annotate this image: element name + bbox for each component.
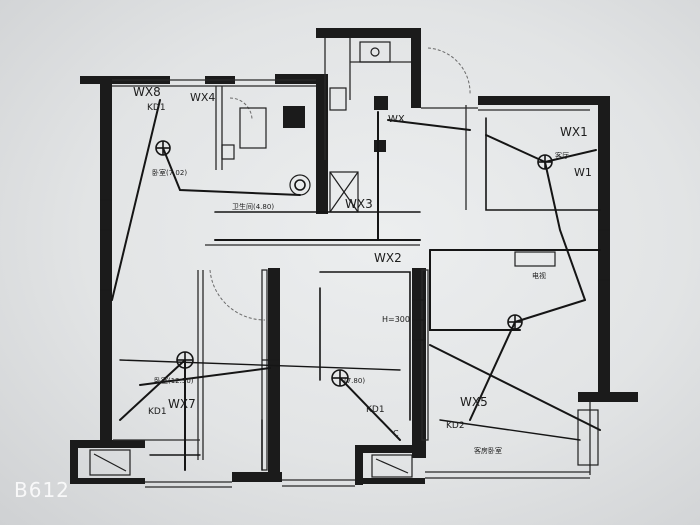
label-wx4: WX4 xyxy=(190,91,215,104)
fixtures xyxy=(89,41,599,478)
room-center: (7.80) xyxy=(344,377,365,385)
wall-kitchen-top xyxy=(316,28,421,38)
door-frame-center xyxy=(261,269,268,471)
kitchen-sink-drain xyxy=(370,47,380,57)
wire-to-cabinet xyxy=(429,344,601,431)
light-bedroom-main xyxy=(176,351,194,369)
door-arc-left xyxy=(209,269,266,321)
wire-center-to-kd1 xyxy=(339,377,401,441)
lights xyxy=(155,140,553,387)
distribution-box xyxy=(283,106,305,128)
junction-box-kitchen xyxy=(374,96,388,110)
washbasin xyxy=(289,174,311,196)
thin-lines xyxy=(112,38,591,488)
door-arc-bath xyxy=(229,97,253,121)
wire-bedroom-top xyxy=(162,147,301,196)
door-arc-kitchen xyxy=(427,47,471,96)
wall-balcony-mid-side xyxy=(355,445,363,485)
wire-kd2 xyxy=(439,419,581,441)
light-living xyxy=(537,154,553,170)
wire-center-down xyxy=(469,321,516,421)
toilet-tank xyxy=(239,107,267,149)
label-kd1-top: KD1 xyxy=(147,103,166,113)
label-wx5: WX5 xyxy=(460,395,488,409)
wire-bedroom-diag xyxy=(111,99,161,301)
label-w1: W1 xyxy=(574,166,592,179)
wire-kitchen-right xyxy=(387,119,471,131)
right-cabinet xyxy=(577,409,599,466)
label-kd1-center: KD1 xyxy=(366,405,385,415)
door-frame-right xyxy=(421,269,429,441)
wire-center-to-right xyxy=(514,299,586,323)
wire-living-down xyxy=(544,161,586,301)
wire-living-loop xyxy=(485,117,601,211)
room-corridor: 卫生间(4.80) xyxy=(232,202,274,211)
wall-balcony-mid-top xyxy=(355,445,425,453)
wire-center-right xyxy=(429,249,521,331)
kitchen-stove xyxy=(329,87,347,111)
solid-boxes xyxy=(283,96,388,212)
label-wx7: WX7 xyxy=(168,397,196,411)
wall-balcony-left-side xyxy=(70,440,78,482)
label-c: C xyxy=(393,429,399,438)
label-kd2: KD2 xyxy=(446,421,465,431)
light-bedroom-top xyxy=(155,140,171,156)
wall-center-right xyxy=(412,268,426,458)
light-center-room xyxy=(331,369,349,387)
wall-livingroom-top xyxy=(478,96,608,105)
balcony-unit-left-x xyxy=(93,453,127,472)
wall-kitchen-right xyxy=(411,28,421,108)
wall-right-lower xyxy=(578,392,638,402)
wall-bottom-mid xyxy=(232,472,282,482)
door-swings xyxy=(209,47,471,321)
wire-bedroom-horizontal xyxy=(119,359,401,371)
wall-right xyxy=(598,96,610,396)
wiring xyxy=(111,99,601,471)
label-wx8: WX8 xyxy=(133,85,161,99)
label-wx2: WX2 xyxy=(374,251,402,265)
balcony-unit-mid xyxy=(371,454,413,478)
shaft-box xyxy=(320,172,328,212)
wire-bedroom-cross xyxy=(139,367,271,386)
watermark: B612 xyxy=(14,478,70,502)
wire-bedroom-wx7 xyxy=(119,359,186,421)
wall-balcony-mid-bottom xyxy=(355,478,425,484)
outlet-ticks xyxy=(100,199,610,361)
bath-cabinet xyxy=(221,144,235,160)
label-wx1: WX1 xyxy=(560,125,588,139)
room-living: 客厅 xyxy=(555,151,569,160)
room-bedroom-main: 卧室(12.30) xyxy=(154,376,194,385)
wire-center-room xyxy=(319,271,411,421)
wall-balcony-left-bottom xyxy=(70,478,145,484)
wall-center-left xyxy=(268,268,280,478)
wall-top-mid-b xyxy=(275,74,325,84)
wall-left xyxy=(100,78,112,443)
circuit-labels: WX8 WX4 WX3 WX1 WX2 WX7 WX5 W1 WX KD1 KD… xyxy=(133,85,592,438)
wire-living-light xyxy=(485,134,597,164)
label-kd1-left: KD1 xyxy=(148,407,167,417)
label-wx-top: WX xyxy=(388,114,405,125)
balcony-unit-left xyxy=(89,449,131,476)
light-bath xyxy=(294,179,306,191)
kitchen-sink xyxy=(359,41,391,63)
junction-box-kitchen-2 xyxy=(374,140,386,152)
walls xyxy=(70,28,638,485)
balcony-unit-mid-x xyxy=(375,458,409,474)
room-labels: 卧室(7.02) 卫生间(4.80) 客厅 卧室(12.30) (7.80) 客… xyxy=(152,151,569,455)
room-bedroom-top: 卧室(7.02) xyxy=(152,168,187,177)
shower-x2 xyxy=(329,171,359,213)
room-tv: 电视 xyxy=(532,271,546,280)
room-small-right: 客房卧室 xyxy=(474,446,502,455)
wall-balcony-left-top xyxy=(70,440,145,448)
light-living-lower xyxy=(507,314,523,330)
label-height: H=300 xyxy=(382,315,410,324)
tv-unit xyxy=(514,251,556,267)
label-wx3: WX3 xyxy=(345,197,373,211)
